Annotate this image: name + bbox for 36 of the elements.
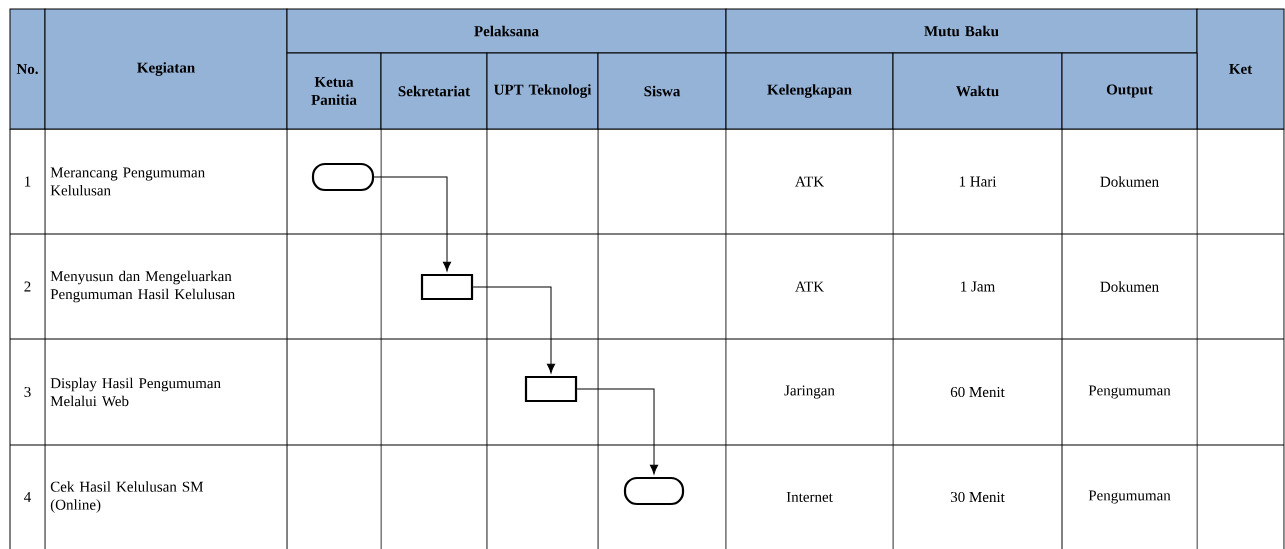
process-box — [524, 375, 578, 403]
header-cell: Waktu — [892, 52, 1063, 130]
header-cell: Kelengkapan — [725, 52, 894, 130]
cell-text: Dokumen — [1100, 176, 1159, 187]
cell-text: 2 — [24, 281, 31, 292]
cell-text: Pengumuman — [1088, 385, 1171, 399]
cell-text: 3 — [24, 386, 31, 398]
cell-text: ATK — [795, 281, 824, 292]
cell-text: Pengumuman — [1088, 490, 1171, 504]
arrow — [472, 286, 556, 374]
cell-text: 60 Menit — [950, 386, 1005, 398]
cell-text: Dokumen — [1100, 281, 1159, 292]
header-cell: Siswa — [597, 52, 727, 130]
header-cell: Output — [1061, 52, 1198, 130]
cell-text: Jaringan — [784, 385, 835, 399]
cell-text: 1 — [25, 176, 31, 187]
header-cell: No. — [9, 8, 46, 130]
cell-text: ATK — [795, 176, 824, 187]
header-cell: Ket — [1196, 8, 1285, 130]
process-box — [420, 273, 474, 301]
cell-text: 4 — [24, 492, 31, 502]
terminator-shape — [623, 476, 685, 506]
arrow — [373, 176, 452, 272]
arrow — [576, 388, 659, 475]
cell-text: Menyusun dan Mengeluarkan Pengumuman Hasil Kelulusan — [50, 270, 235, 303]
header-cell: Ketua Panitia — [286, 52, 382, 130]
cell-text: Display Hasil Pengumuman Melalui Web — [50, 377, 221, 407]
header-cell: Sekretariat — [380, 52, 488, 130]
cell-text: 1 Hari — [959, 176, 997, 187]
cell-text: Merancang Pengumuman Kelulusan — [50, 167, 205, 196]
terminator-shape — [311, 162, 375, 192]
cell-text: Internet — [786, 492, 833, 502]
cell-text: Cek Hasil Kelulusan SM (Online) — [50, 481, 204, 513]
header-cell: UPT Teknologi — [486, 52, 599, 130]
cell-text: 1 Jam — [961, 281, 995, 292]
cell-text: 30 Menit — [950, 491, 1005, 503]
